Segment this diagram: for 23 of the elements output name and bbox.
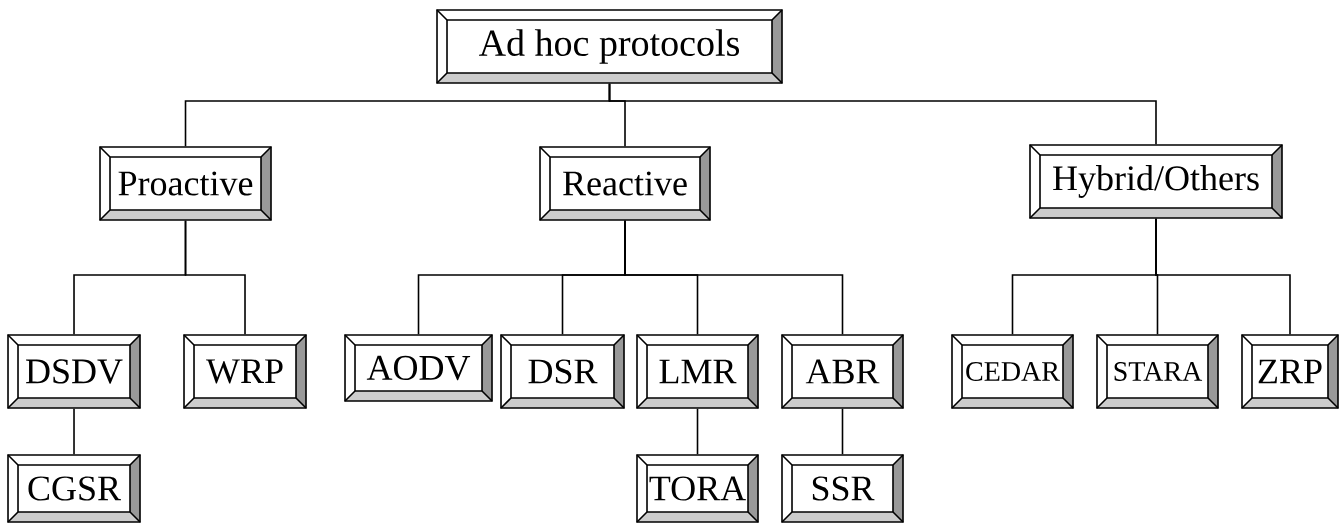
bevel-box: CEDAR <box>951 334 1074 409</box>
bevel-box: AODV <box>344 334 493 402</box>
bevel-box: ABR <box>781 334 904 409</box>
bevel-box: DSDV <box>7 334 141 409</box>
connector-line <box>184 220 246 335</box>
bevel-box: SSR <box>781 454 904 523</box>
bevel-box: DSR <box>500 334 625 409</box>
bevel-box: CGSR <box>7 454 141 523</box>
connector-line <box>624 220 844 335</box>
bevel-box: Ad hoc protocols <box>436 9 783 84</box>
connector-line <box>696 408 699 455</box>
bevel-box: Reactive <box>539 146 711 221</box>
connector-line <box>73 408 75 455</box>
bevel-box: WRP <box>183 334 307 409</box>
connector-line <box>1155 218 1291 335</box>
bevel-box: Proactive <box>99 146 272 221</box>
connector-line <box>841 408 844 455</box>
connector-line <box>608 83 1157 145</box>
bevel-box: STARA <box>1096 334 1219 409</box>
bevel-box: LMR <box>636 334 759 409</box>
bevel-box: ZRP <box>1241 334 1339 409</box>
bevel-box: Hybrid/Others <box>1029 144 1283 219</box>
bevel-box: TORA <box>636 454 759 523</box>
